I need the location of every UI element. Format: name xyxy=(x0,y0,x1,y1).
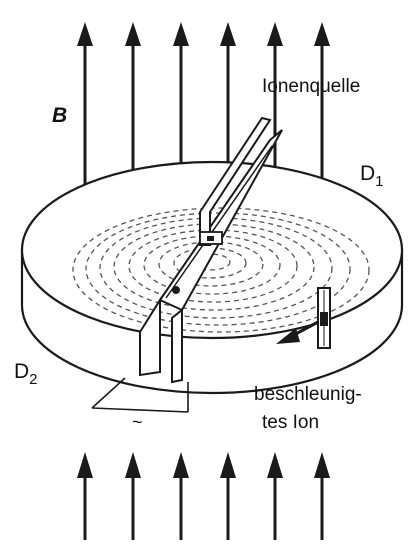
field-arrow xyxy=(125,22,141,185)
dee1-label: D1 xyxy=(360,162,384,190)
field-arrow xyxy=(267,452,283,540)
field-arrow xyxy=(220,22,236,180)
field-arrow xyxy=(314,22,330,185)
field-arrow xyxy=(173,452,189,540)
dee1-letter: D xyxy=(360,162,375,185)
field-label: B xyxy=(52,104,67,127)
field-arrows-top xyxy=(77,22,330,200)
dee-gap xyxy=(139,129,283,384)
accelerated-ion-label-line2: tes Ion xyxy=(262,412,319,433)
ion-source-label: Ionenquelle xyxy=(262,76,360,97)
ion-exit-arrow xyxy=(276,320,319,344)
exit-window xyxy=(317,287,331,349)
dee2-index: 2 xyxy=(29,371,37,388)
field-arrow xyxy=(77,22,93,200)
ac-source-symbol: ~ xyxy=(132,412,143,432)
accelerated-ion-label-line1: beschleunig- xyxy=(254,384,362,405)
dee2-label: D2 xyxy=(14,360,38,388)
dee1-index: 1 xyxy=(375,173,383,190)
ion-source xyxy=(199,116,272,246)
field-arrow xyxy=(173,22,189,178)
field-arrow xyxy=(267,22,283,178)
field-arrow xyxy=(220,452,236,540)
field-arrow xyxy=(125,452,141,540)
ion-particle xyxy=(172,286,180,294)
field-arrow xyxy=(314,452,330,540)
field-arrows-bottom xyxy=(77,452,330,540)
field-arrow xyxy=(77,452,93,540)
dee2-letter: D xyxy=(14,360,29,383)
ac-connection xyxy=(91,377,189,413)
